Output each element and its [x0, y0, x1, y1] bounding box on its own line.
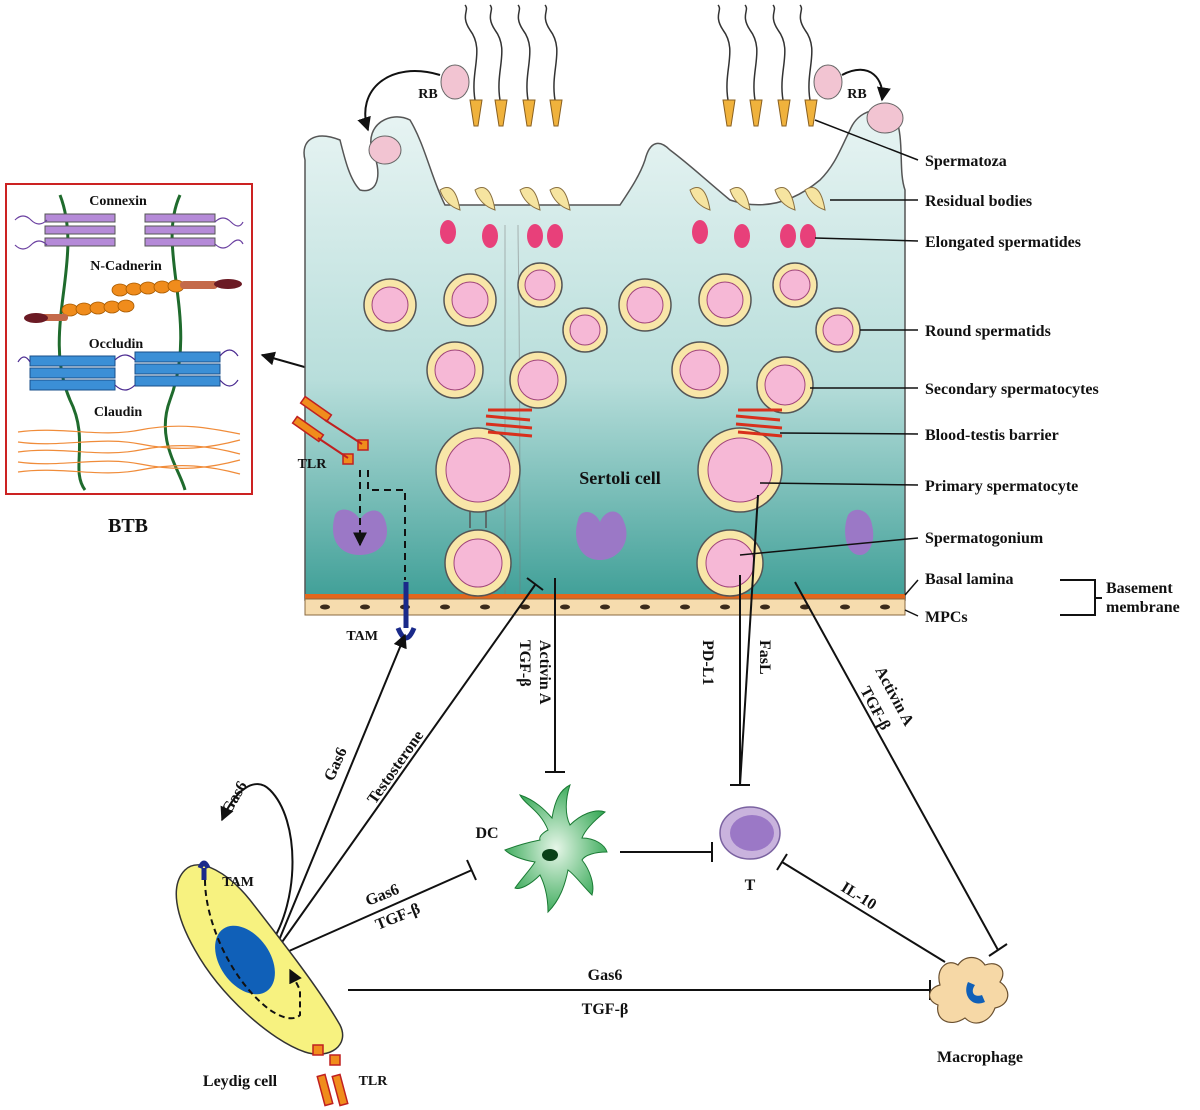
dc-label: DC: [475, 825, 498, 842]
tam-signal-dashed: [367, 470, 406, 580]
btb-junction-right: [735, 408, 783, 438]
structure-label-lines: [739, 119, 919, 617]
signal-tgfb-left: TGF-β: [516, 640, 533, 687]
germ-cells-right: [618, 262, 861, 597]
mpc-layer: [304, 598, 906, 616]
gas6-tam-arrow: [274, 633, 407, 951]
claudin-icon: [17, 425, 241, 475]
sertoli-nucleus-center: [576, 511, 627, 560]
connexin-icon: [14, 213, 244, 250]
leydig-label: Leydig cell: [203, 1073, 278, 1090]
residual-body-left-top: [440, 64, 470, 100]
rb-arrow-left: [357, 70, 441, 132]
signal-activin-left: Activin A: [536, 640, 553, 705]
fasl-line: [739, 494, 759, 786]
occludin-label: Occludin: [89, 337, 144, 352]
leydig-cell: [175, 860, 349, 1107]
label-elongated-spermatides: Elongated spermatides: [925, 234, 1081, 251]
dendritic-cell: [504, 784, 608, 914]
label-basal-lamina: Basal lamina: [925, 571, 1013, 588]
rb-label-left: RB: [418, 87, 437, 102]
basement-bracket: [1060, 579, 1102, 616]
label-spermatogonium: Spermatogonium: [925, 530, 1044, 547]
t-cell: [719, 806, 781, 860]
macrophage: [929, 956, 1009, 1024]
claudin-label: Claudin: [94, 405, 142, 420]
tlr-receptor-left: [291, 395, 369, 465]
label-round-spermatids: Round spermatids: [925, 323, 1051, 340]
rb-arrow-right: [841, 68, 891, 102]
signal-pdl1: PD-L1: [699, 640, 716, 685]
tam-label-left: TAM: [346, 629, 378, 644]
structure-labels: Spermatoza Residual bodies Elongated spe…: [925, 153, 1099, 626]
basement-label-2: membrane: [1106, 599, 1180, 616]
signal-gas6-mac: Gas6: [588, 967, 623, 984]
leydig-tam-label: TAM: [222, 875, 254, 890]
tubule: [291, 4, 906, 641]
residual-body-left: [368, 135, 402, 165]
label-mpcs: MPCs: [925, 609, 968, 626]
signal-fasl: FasL: [756, 640, 773, 675]
testosterone-line: [274, 584, 536, 953]
cadherin-icon: [24, 279, 242, 323]
activin-mac-line: [794, 581, 999, 951]
spermatozoa: [464, 4, 813, 101]
signal-testosterone: Testosterone: [364, 728, 427, 808]
leydig-tam-receptor: [197, 860, 211, 880]
macrophage-label: Macrophage: [937, 1049, 1023, 1066]
label-residual-bodies: Residual bodies: [925, 193, 1032, 210]
gas6-dc-line: [279, 869, 473, 956]
tlr-label-left: TLR: [298, 457, 328, 472]
leydig-tlr-icon: [312, 1044, 349, 1107]
signal-gas6-loop: Gas6: [219, 778, 251, 817]
sertoli-label: Sertoli cell: [579, 468, 660, 488]
sperm-heads: [469, 99, 818, 127]
label-primary-spermatocyte: Primary spermatocyte: [925, 478, 1078, 495]
residual-body-right-top: [813, 64, 843, 100]
btb-inset: Connexin N-Cadnerin Occludin Claudin BTB: [5, 183, 253, 537]
residual-body-right: [866, 102, 904, 134]
signal-gas6-dc: Gas6: [363, 881, 402, 910]
signal-tgfb-dc: TGF-β: [373, 900, 423, 933]
btb-caption: BTB: [108, 515, 148, 537]
il10-line: [781, 861, 946, 963]
n-cadnerin-label: N-Cadnerin: [90, 259, 162, 274]
label-blood-testis-barrier: Blood-testis barrier: [925, 427, 1059, 444]
leydig-tlr-label: TLR: [359, 1074, 389, 1089]
signal-tgfb-mac: TGF-β: [582, 1001, 629, 1018]
gas6-loop-arrow: [220, 783, 294, 946]
rb-label-right: RB: [847, 87, 866, 102]
basal-lamina-strip: [305, 594, 905, 599]
t-cell-label: T: [745, 877, 756, 894]
btb-junction-left: [485, 408, 533, 438]
basement-label-1: Basement: [1106, 580, 1173, 597]
occludin-icon: [17, 349, 239, 391]
germ-cells-left: [363, 262, 608, 597]
label-secondary-spermatocytes: Secondary spermatocytes: [925, 381, 1099, 398]
connexin-label: Connexin: [89, 194, 147, 209]
elongated-spermatids: [439, 187, 826, 248]
label-spermatozoa: Spermatoza: [925, 153, 1007, 170]
